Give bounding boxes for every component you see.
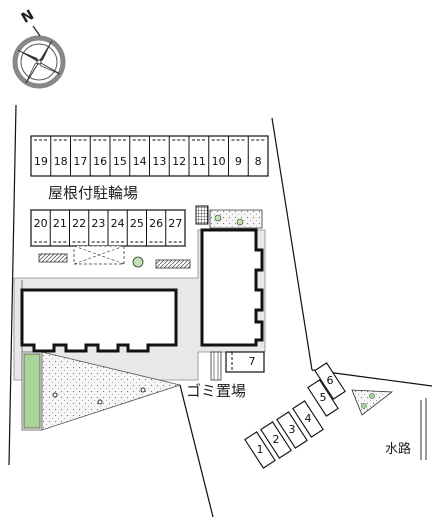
car-parking [244, 362, 346, 469]
bicycle-slot-number: 9 [234, 155, 242, 168]
car-slot-number: 3 [288, 423, 296, 436]
bicycle-slot-number: 15 [112, 155, 127, 168]
covered-bicycle-parking-label: 屋根付駐輪場 [48, 184, 139, 202]
car-slot [260, 421, 292, 459]
car-slot-number: 6 [326, 374, 334, 387]
bicycle-slot-number: 11 [191, 155, 206, 168]
compass-rose-icon [12, 25, 66, 89]
bicycle-slot-number: 8 [254, 155, 262, 168]
bicycle-slot-number: 25 [129, 217, 144, 230]
bicycle-row-bottom [30, 209, 191, 269]
bicycle-slot-number: 10 [211, 155, 226, 168]
bicycle-slot-number: 23 [91, 217, 106, 230]
bicycle-slot-number: 16 [93, 155, 108, 168]
bicycle-slot-number: 26 [149, 217, 164, 230]
car-slot-number: 1 [256, 443, 264, 456]
bicycle-slot-number: 21 [52, 217, 67, 230]
garbage-slot-number: 7 [248, 355, 256, 368]
bicycle-slot-number: 22 [72, 217, 87, 230]
bicycle-row-top [30, 135, 269, 177]
landscape-left [21, 280, 182, 431]
building-main [20, 288, 178, 353]
bicycle-slot-number: 19 [33, 155, 48, 168]
bicycle-slot-number: 12 [172, 155, 187, 168]
garbage-area-label: ゴミ置場 [186, 382, 247, 400]
car-slot [314, 362, 346, 400]
bicycle-slot-number: 18 [53, 155, 68, 168]
waterway [420, 398, 427, 460]
car-slot [276, 411, 308, 449]
bicycle-slot-number: 24 [110, 217, 125, 230]
car-slot [307, 379, 339, 417]
car-slot-number: 2 [272, 433, 280, 446]
car-slot [292, 400, 324, 438]
bicycle-slot-number: 27 [168, 217, 183, 230]
car-slot-number: 4 [304, 412, 312, 425]
building-annex [195, 205, 264, 347]
bicycle-slot-number: 20 [33, 217, 48, 230]
bicycle-slot-number: 13 [152, 155, 167, 168]
bicycle-slot-number: 14 [132, 155, 147, 168]
garbage-area [210, 351, 265, 381]
bicycle-slot-number: 17 [73, 155, 88, 168]
waterway-label: 水路 [385, 442, 412, 457]
corner-garden [351, 389, 394, 416]
car-slot-number: 5 [319, 391, 327, 404]
car-slot [244, 431, 276, 469]
